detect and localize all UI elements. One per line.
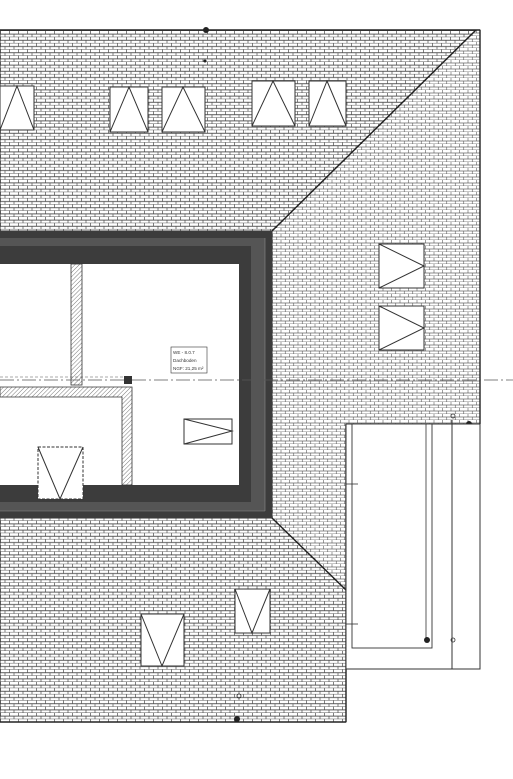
column-marker xyxy=(124,376,132,384)
roof-window xyxy=(140,613,185,668)
railing-post xyxy=(424,637,430,643)
roof-window xyxy=(234,588,271,635)
room-tag: WE - 8.0.7 Dachboden NGF: 21,25 m² xyxy=(170,346,208,374)
roof-window xyxy=(308,79,347,127)
terrace xyxy=(345,413,481,670)
roof-window xyxy=(251,79,296,127)
hip-line-upper xyxy=(271,29,477,232)
roof-window xyxy=(378,243,426,289)
room-tag-id: WE - 8.0.7 xyxy=(173,350,195,355)
railing-post xyxy=(450,413,456,419)
partition-wall-vertical xyxy=(70,263,83,386)
roof-window xyxy=(183,418,234,445)
railing-post xyxy=(450,637,456,643)
roof-window xyxy=(0,84,35,131)
eaves-marker xyxy=(234,716,240,722)
hip-line-lower xyxy=(271,517,347,591)
room-tag-area: NGF: 21,25 m² xyxy=(173,366,204,371)
roof-window xyxy=(37,446,84,501)
eaves-marker xyxy=(203,59,207,63)
eaves-marker xyxy=(236,693,242,699)
eaves-marker xyxy=(203,27,209,33)
roof-window xyxy=(378,305,426,351)
roof-window xyxy=(161,85,206,133)
room-tag-name: Dachboden xyxy=(173,358,197,363)
roof-window xyxy=(109,85,149,133)
partition-wall-horizontal xyxy=(0,386,133,486)
